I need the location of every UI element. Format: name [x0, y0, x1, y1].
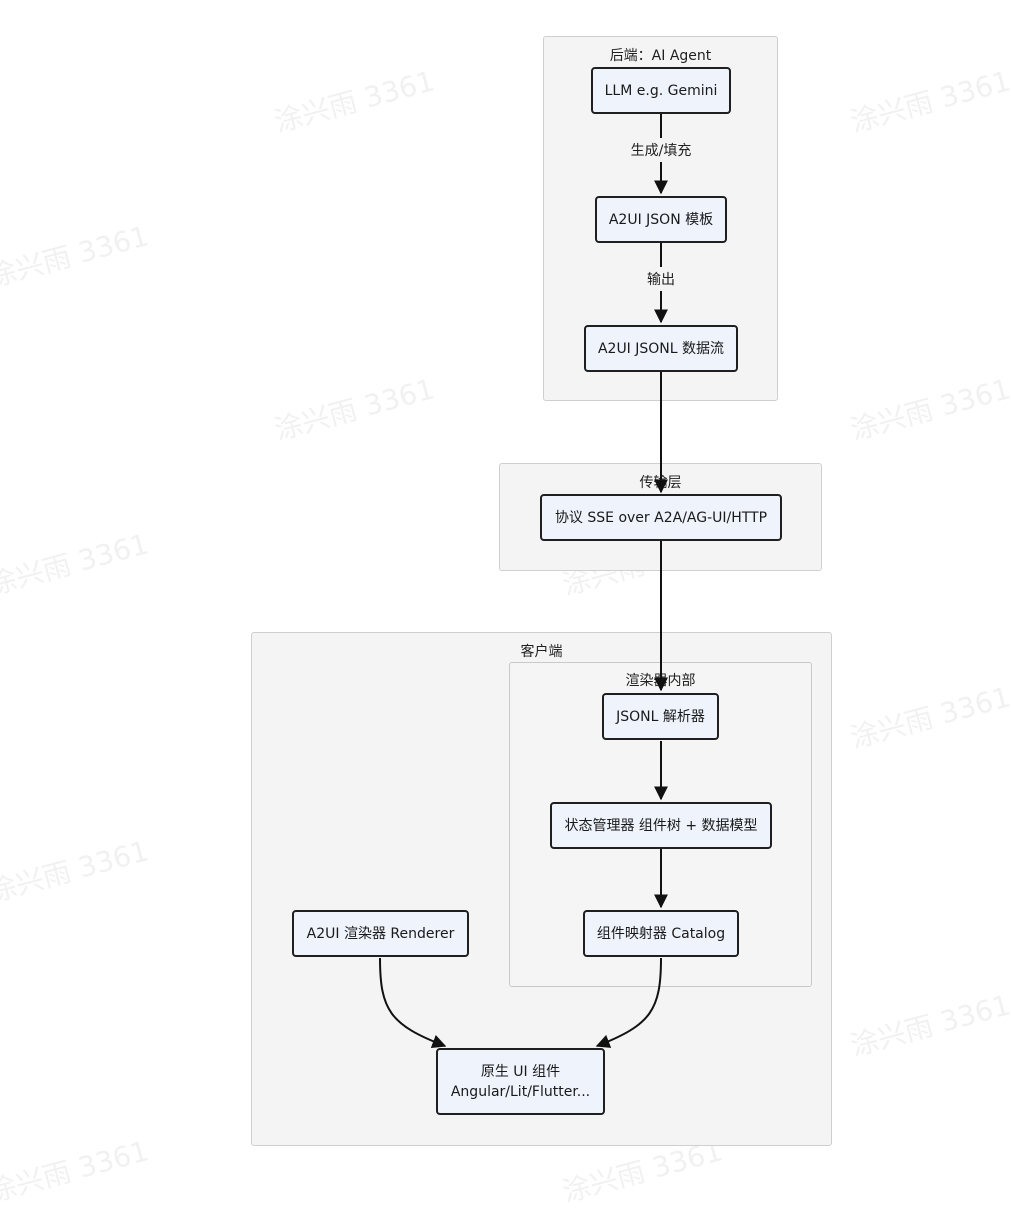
client-group-title: 客户端: [520, 644, 563, 660]
node-state-manager[interactable]: 状态管理器 组件树 + 数据模型: [550, 802, 772, 849]
renderer-internal-group-title: 渲染器内部: [625, 673, 696, 689]
node-catalog[interactable]: 组件映射器 Catalog: [583, 910, 739, 957]
node-llm-label: LLM e.g. Gemini: [604, 82, 718, 99]
node-state-manager-label: 状态管理器 组件树 + 数据模型: [564, 817, 758, 834]
transport-group-title: 传输层: [639, 475, 682, 491]
backend-group-title: 后端：AI Agent: [609, 48, 712, 64]
node-jsonl-parser[interactable]: JSONL 解析器: [602, 693, 719, 740]
watermark: 涂兴雨 3361: [846, 988, 1012, 1063]
node-native-ui-label-line2: Angular/Lit/Flutter...: [450, 1083, 591, 1100]
watermark: 涂兴雨 3361: [0, 834, 153, 909]
watermark: 涂兴雨 3361: [846, 680, 1012, 755]
node-a2ui-renderer[interactable]: A2UI 渲染器 Renderer: [292, 910, 469, 957]
node-json-template-label: A2UI JSON 模板: [608, 211, 714, 228]
node-a2ui-renderer-label: A2UI 渲染器 Renderer: [306, 925, 455, 942]
node-native-ui[interactable]: 原生 UI 组件 Angular/Lit/Flutter...: [436, 1048, 605, 1115]
watermark: 涂兴雨 3361: [0, 1134, 153, 1209]
node-jsonl-stream-label: A2UI JSONL 数据流: [597, 340, 725, 357]
node-protocol-label: 协议 SSE over A2A/AG-UI/HTTP: [554, 509, 768, 526]
node-protocol[interactable]: 协议 SSE over A2A/AG-UI/HTTP: [540, 494, 782, 541]
watermark: 涂兴雨 3361: [846, 64, 1012, 139]
watermark: 涂兴雨 3361: [270, 372, 439, 447]
node-jsonl-parser-label: JSONL 解析器: [616, 708, 705, 725]
watermark: 涂兴雨 3361: [846, 372, 1012, 447]
watermark: 涂兴雨 3361: [0, 219, 153, 294]
node-json-template[interactable]: A2UI JSON 模板: [595, 196, 727, 243]
watermark: 涂兴雨 3361: [270, 64, 439, 139]
node-jsonl-stream[interactable]: A2UI JSONL 数据流: [584, 325, 738, 372]
edge-label-generate: 生成/填充: [626, 138, 696, 162]
watermark: 涂兴雨 3361: [0, 527, 153, 602]
node-native-ui-label-line1: 原生 UI 组件: [480, 1063, 561, 1080]
node-llm[interactable]: LLM e.g. Gemini: [591, 67, 731, 114]
edge-label-output: 输出: [643, 267, 679, 291]
node-catalog-label: 组件映射器 Catalog: [596, 925, 726, 942]
